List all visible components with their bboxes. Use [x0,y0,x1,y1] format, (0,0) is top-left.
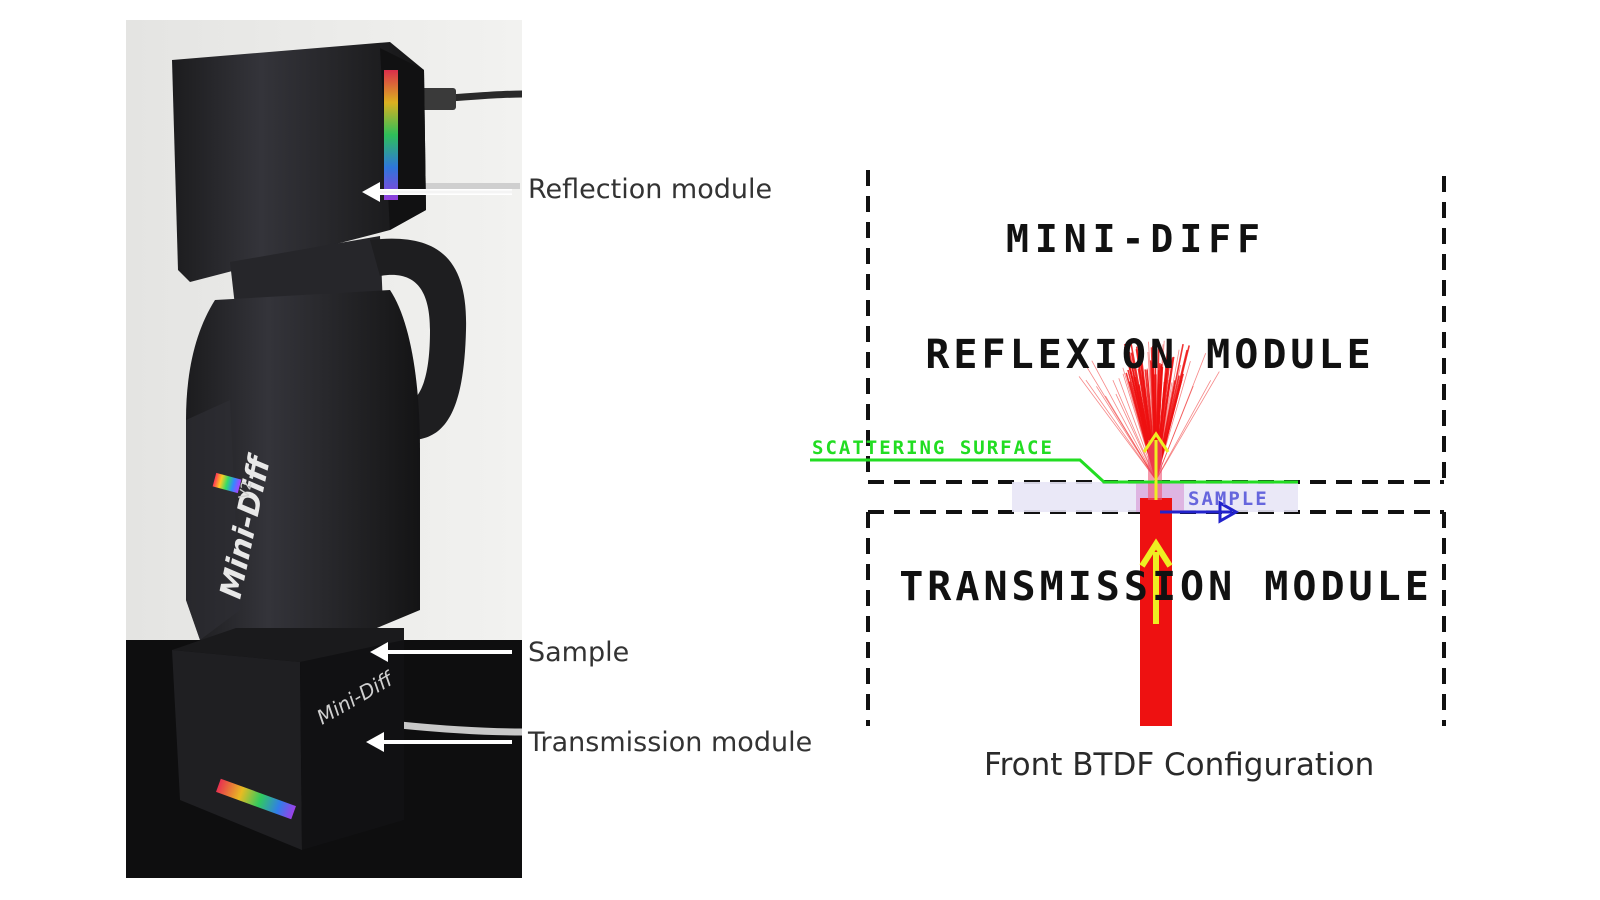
transmission-module-label: TRANSMISSION MODULE [899,564,1433,610]
scattering-surface-leader [810,460,1298,482]
reflexion-module-label: REFLEXION MODULE [925,332,1374,378]
scattering-surface-label: SCATTERING SURFACE [812,437,1054,459]
diagram-caption: Front BTDF Configuration [984,747,1374,783]
diagram-title: MINI-DIFF [1006,217,1266,261]
sample-label: SAMPLE [1188,488,1269,510]
